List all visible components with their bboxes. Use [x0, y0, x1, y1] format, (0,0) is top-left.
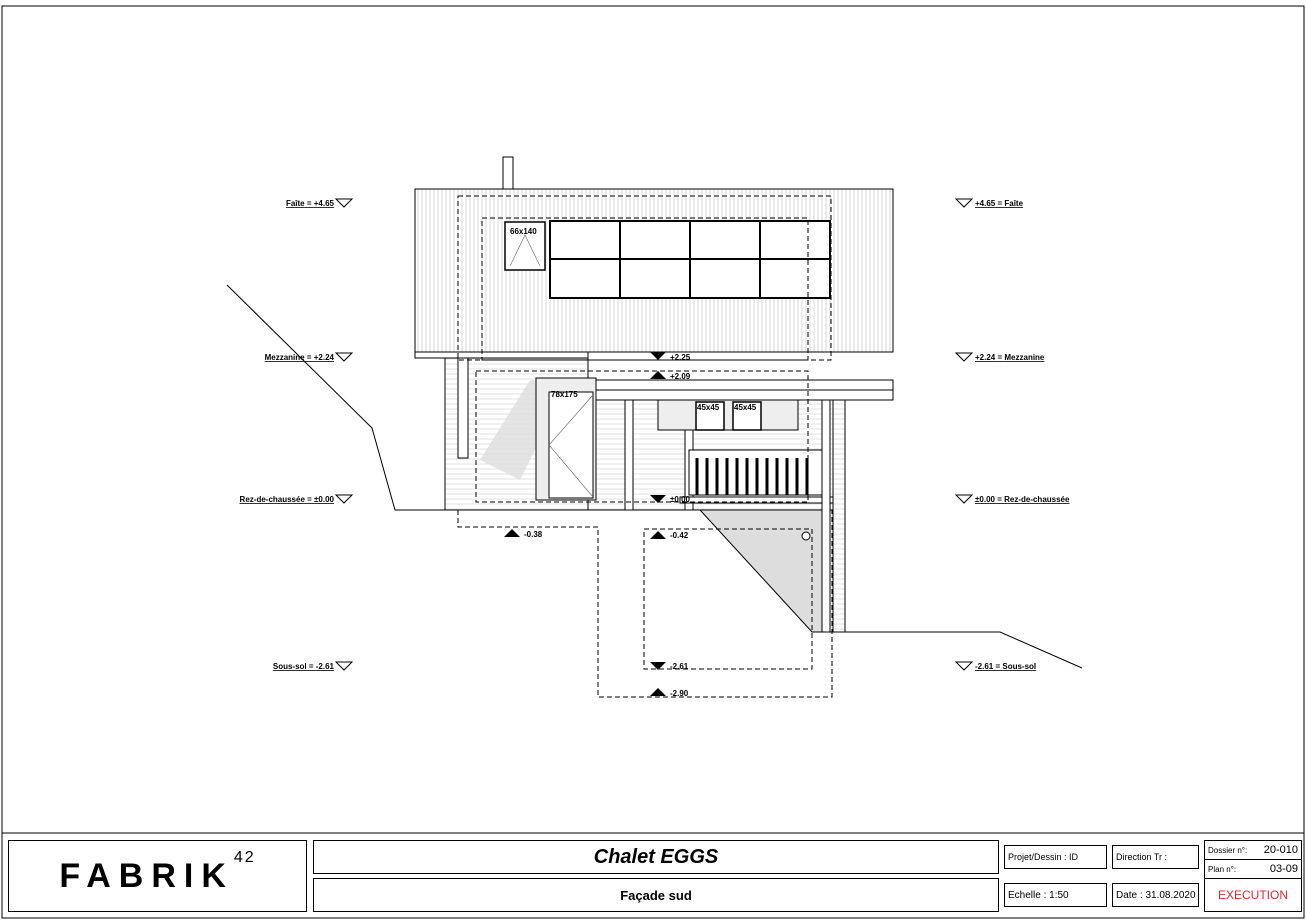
projet-dessin: Projet/Dessin : ID: [1008, 852, 1079, 862]
direction-box: Direction Tr :: [1112, 845, 1199, 869]
svg-text:Faîte = +4.65: Faîte = +4.65: [286, 199, 335, 208]
date-box: Date : 31.08.2020: [1112, 883, 1199, 907]
marker-label: ±0.00: [670, 495, 691, 504]
sheet-title: Façade sud: [620, 887, 692, 903]
sheet-title-box: Façade sud: [313, 878, 999, 912]
window-1: [695, 401, 725, 431]
level-markers: +2.25 +2.09 ±0.00 -0.38 -0.42 -2.61 -2.9…: [504, 352, 691, 698]
reference-box: Dossier n°: 20-010 Plan n°: 03-09 EXECUT…: [1204, 840, 1302, 912]
direction: Direction Tr :: [1116, 852, 1168, 862]
plan-row: Plan n°: 03-09: [1205, 860, 1301, 879]
svg-text:-2.61 = Sous-sol: -2.61 = Sous-sol: [975, 662, 1036, 671]
dossier-number: 20-010: [1263, 844, 1298, 856]
projet-dessin-box: Projet/Dessin : ID: [1004, 845, 1107, 869]
marker-label: -0.38: [524, 530, 543, 539]
solar-panels: [549, 220, 831, 299]
window-size-label: 66x140: [510, 227, 537, 236]
marker-label: -2.61: [670, 662, 689, 671]
logo-box: FABRIK 42: [8, 840, 307, 912]
terrain-line-right: [812, 631, 1083, 669]
marker-label: +2.09: [670, 372, 691, 381]
marker-label: -2.90: [670, 689, 689, 698]
status-label: EXECUTION: [1217, 888, 1288, 902]
svg-text:+4.65 = Faîte: +4.65 = Faîte: [975, 199, 1024, 208]
window-size-label: 45x45: [734, 403, 757, 412]
svg-text:Mezzanine = +2.24: Mezzanine = +2.24: [265, 353, 335, 362]
project-title-box: Chalet EGGS: [313, 840, 999, 874]
status-row: EXECUTION: [1205, 879, 1301, 911]
plan-label: Plan n°:: [1208, 864, 1237, 874]
window-size-label: 78x175: [551, 390, 578, 399]
logo-superscript: 42: [233, 849, 256, 866]
dossier-row: Dossier n°: 20-010: [1205, 841, 1301, 860]
svg-text:±0.00 = Rez-de-chaussée: ±0.00 = Rez-de-chaussée: [975, 495, 1070, 504]
svg-text:Sous-sol = -2.61: Sous-sol = -2.61: [273, 662, 335, 671]
project-title: Chalet EGGS: [593, 845, 719, 868]
marker-label: -0.42: [670, 531, 689, 540]
window-labels: 66x140 78x175 45x45 45x45: [510, 227, 757, 412]
hidden-lines: [457, 195, 833, 698]
svg-text:+2.24 = Mezzanine: +2.24 = Mezzanine: [975, 353, 1045, 362]
walls: [444, 357, 846, 633]
date: Date : 31.08.2020: [1116, 889, 1196, 901]
chimney: [502, 156, 514, 190]
window-2: [732, 401, 762, 431]
logo: FABRIK: [59, 856, 234, 895]
marker-label: +2.25: [670, 353, 691, 362]
roof: [414, 156, 894, 401]
levels-right: +4.65 = Faîte +2.24 = Mezzanine ±0.00 = …: [954, 198, 1070, 671]
window-size-label: 45x45: [697, 403, 720, 412]
plan-number: 03-09: [1269, 863, 1298, 875]
sheet-border: [1, 5, 1305, 919]
echelle: Echelle : 1:50: [1008, 889, 1069, 901]
dossier-label: Dossier n°:: [1208, 845, 1248, 855]
levels-left: Faîte = +4.65 Mezzanine = +2.24 Rez-de-c…: [240, 198, 354, 671]
svg-text:Rez-de-chaussée = ±0.00: Rez-de-chaussée = ±0.00: [240, 495, 335, 504]
echelle-box: Echelle : 1:50: [1004, 883, 1107, 907]
